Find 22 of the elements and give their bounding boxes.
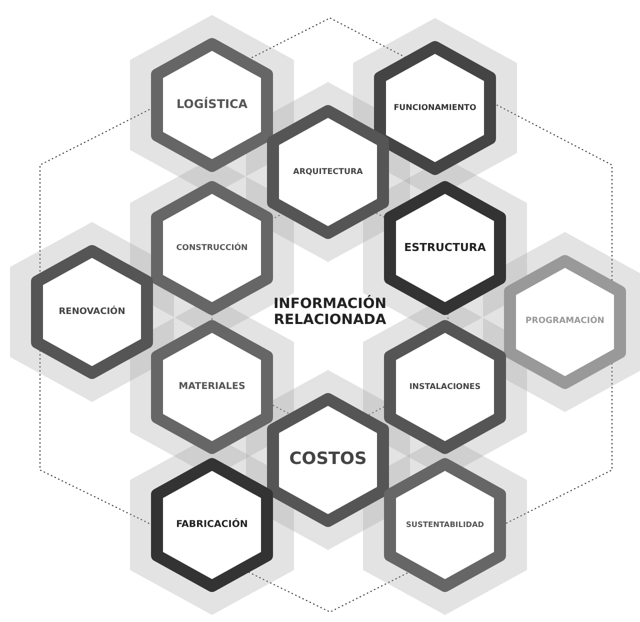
- hexagon-tile: [150, 180, 274, 316]
- node-label: FUNCIONAMIENTO: [394, 103, 476, 113]
- node-label: PROGRAMACIÓN: [526, 317, 604, 327]
- node-label: FABRICACIÓN: [176, 520, 248, 530]
- hexagon-tile: [383, 457, 507, 593]
- center-label: INFORMACIÓN RELACIONADA: [260, 290, 400, 334]
- node-label: LOGÍSTICA: [176, 98, 248, 112]
- node-label: ARQUITECTURA: [293, 167, 363, 177]
- hexagon-tile: [150, 457, 274, 593]
- node-label: CONSTRUCCIÓN: [176, 243, 248, 253]
- hexagon-tile: [150, 319, 274, 455]
- hexagon-tile: [266, 392, 390, 528]
- node-label: COSTOS: [289, 450, 367, 470]
- node-label: INSTALACIONES: [409, 382, 481, 392]
- node-label: RENOVACIÓN: [58, 306, 126, 318]
- hexagon-tile: [503, 254, 627, 390]
- node-label: ESTRUCTURA: [404, 242, 486, 254]
- hexagon-tile: [266, 104, 390, 240]
- hexagon-tile: [150, 37, 274, 173]
- hexagon-tile: [30, 244, 154, 380]
- hexagon-tile: [373, 40, 497, 176]
- node-label: MATERIALES: [178, 382, 246, 392]
